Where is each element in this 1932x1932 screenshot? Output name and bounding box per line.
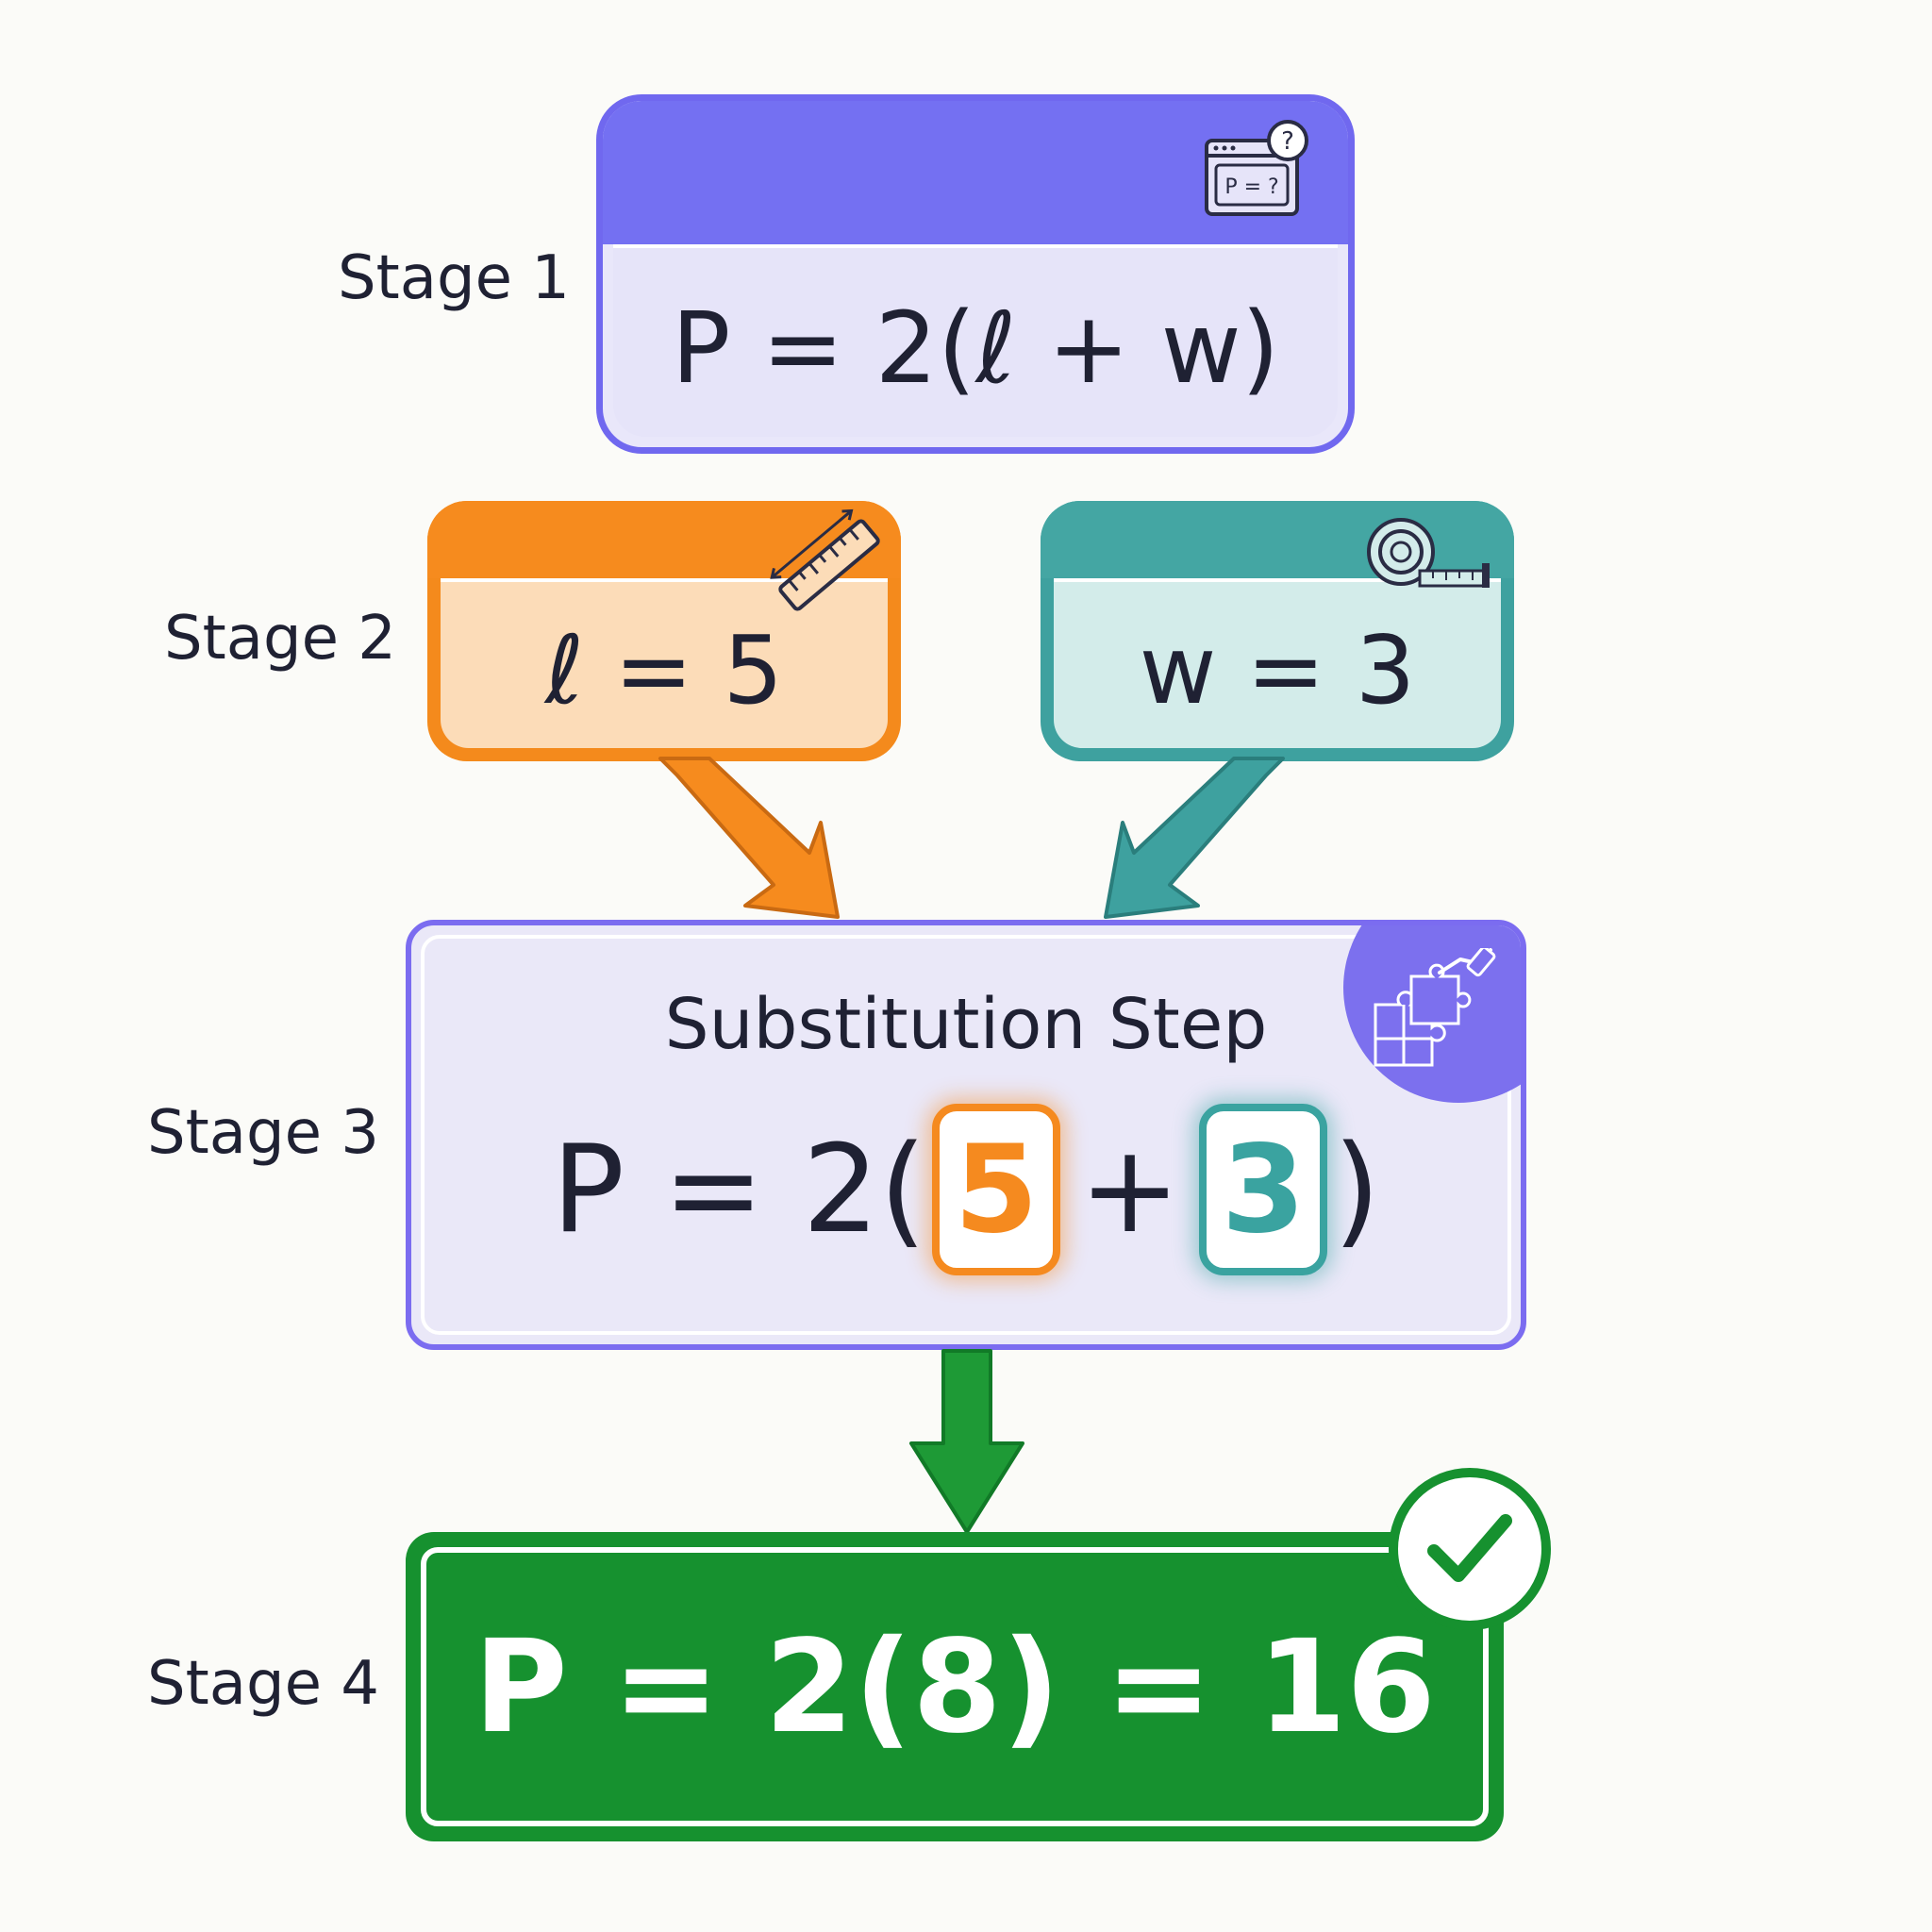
svg-text:P = ?: P = ?: [1224, 175, 1278, 199]
width-arrow: [1104, 757, 1285, 919]
result-box-inner: [421, 1547, 1489, 1826]
hand-puzzle-icon: [1374, 948, 1496, 1067]
width-box-header: [1041, 501, 1514, 578]
substitution-title: Substitution Step: [664, 984, 1268, 1065]
substituted-formula: P = 2( 5 + 3 ): [411, 1104, 1521, 1275]
length-box-body: [441, 578, 888, 748]
length-value-box: ℓ = 5: [427, 501, 901, 761]
plus-sign: +: [1079, 1119, 1181, 1260]
result-formula: P = 2(8) = 16: [474, 1613, 1436, 1762]
formula-box-body: [613, 244, 1338, 437]
svg-text:?: ?: [1281, 127, 1294, 156]
stage-3-label: Stage 3: [147, 1098, 379, 1168]
length-arrow: [658, 757, 840, 919]
width-formula: w = 3: [1139, 615, 1416, 725]
ruler-icon: [770, 508, 880, 611]
stage-1-label: Stage 1: [338, 243, 570, 313]
perimeter-formula-box: P = 2(ℓ + w) P = ? ?: [596, 94, 1355, 454]
substitution-box-inner: [421, 935, 1511, 1335]
result-arrow: [909, 1349, 1024, 1534]
width-value-box: w = 3: [1041, 501, 1514, 761]
width-substituted-value: 3: [1199, 1104, 1328, 1275]
stage-4-label: Stage 4: [147, 1649, 379, 1719]
perimeter-formula: P = 2(ℓ + w): [671, 291, 1280, 406]
substituted-formula-suffix: ): [1333, 1119, 1381, 1260]
formula-window-question-icon: P = ? ?: [1205, 120, 1308, 216]
length-formula: ℓ = 5: [544, 615, 784, 725]
width-box-body: [1054, 578, 1501, 748]
stage-2-label: Stage 2: [164, 604, 396, 674]
substituted-formula-prefix: P = 2(: [551, 1119, 926, 1260]
length-substituted-value: 5: [932, 1104, 1060, 1275]
tape-measure-icon: [1367, 518, 1490, 588]
checkmark-icon: [1427, 1514, 1512, 1582]
result-box: P = 2(8) = 16: [406, 1532, 1504, 1841]
checkmark-badge: [1389, 1468, 1551, 1630]
substitution-step-box: Substitution Step P = 2( 5 + 3 ): [406, 920, 1526, 1350]
